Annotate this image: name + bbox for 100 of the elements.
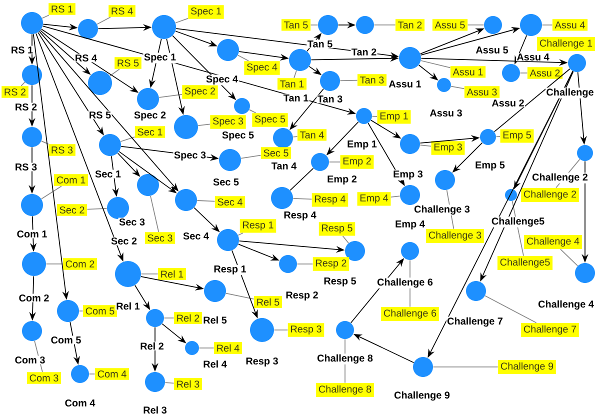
leader-line — [420, 60, 451, 68]
tag-label: Challenge 1 — [537, 37, 595, 51]
leader-line — [226, 292, 254, 300]
circle — [22, 320, 42, 341]
leader-line — [294, 70, 297, 78]
leader-line — [86, 208, 108, 210]
tag-label: RS 3 — [48, 144, 76, 156]
tag-label: Challenge 8 — [316, 383, 374, 397]
circle — [99, 134, 121, 156]
leader-line — [450, 86, 465, 90]
tag-label: Resp 3 — [288, 323, 324, 337]
tag-label: Rel 2 — [174, 312, 202, 324]
circle — [217, 39, 239, 61]
leader-line — [342, 236, 349, 244]
tag-label: Rel 5 — [254, 296, 282, 308]
tag-label: Spec 1 — [188, 5, 224, 19]
tag-label: Assu 2 — [527, 67, 563, 79]
node-label: Challenge 4 — [537, 300, 595, 310]
node-label: Com 5 — [50, 336, 82, 344]
leader-line — [420, 144, 432, 147]
leader-line — [340, 80, 358, 82]
node-label: RS 3 — [14, 162, 38, 172]
node-label: Sec 5 — [212, 178, 240, 186]
circle — [356, 108, 372, 124]
tag-label: Resp 5 — [318, 222, 356, 236]
circle — [145, 372, 165, 392]
tag-label: Sec 4 — [214, 196, 246, 208]
node-label: Tan 2 — [350, 48, 378, 56]
circle — [107, 196, 129, 219]
circle — [400, 134, 420, 154]
node-label: Resp 2 — [284, 290, 320, 302]
tag-label: Assu 5 — [432, 19, 468, 31]
node-label: Spec 3 — [173, 150, 207, 162]
circle — [250, 318, 274, 342]
node-label: RS 5 — [88, 110, 112, 120]
node-label: Assu 5 — [474, 46, 510, 54]
node-label: RS 2 — [14, 102, 38, 112]
leader-line — [78, 310, 84, 312]
node-label: Emp 5 — [474, 160, 506, 172]
circle — [137, 88, 159, 110]
tag-label: Challenge 6 — [381, 307, 439, 321]
tag-label: Emp 5 — [500, 129, 534, 143]
circle — [146, 308, 164, 327]
node-label: Rel 1 — [115, 302, 141, 310]
leader-line — [520, 72, 528, 74]
node-label: Emp 2 — [326, 174, 358, 186]
leader-line — [310, 24, 318, 26]
node-label: Challenge 3 — [413, 204, 471, 216]
tag-label: Com 4 — [95, 368, 129, 380]
node-label: Emp 4 — [394, 220, 426, 230]
tag-label: Rel 4 — [214, 342, 242, 354]
tag-label: Tan 2 — [395, 19, 425, 31]
node-label: Assu 1 — [388, 80, 422, 88]
tag-label: RS 2 — [2, 86, 28, 98]
tag-label: Emp 1 — [377, 110, 411, 124]
leader-line — [196, 200, 216, 202]
leader-line — [40, 140, 49, 145]
leader-line — [292, 136, 298, 138]
tag-label: Spec 4 — [244, 61, 280, 75]
leader-line — [238, 54, 250, 62]
leader-line — [372, 116, 378, 117]
tag-label: Assu 4 — [552, 19, 588, 31]
node-label: Resp 5 — [322, 276, 358, 288]
circle — [401, 242, 419, 260]
node-label: RS 4 — [74, 54, 98, 62]
node-label: Spec 5 — [221, 130, 255, 142]
tag-label: Sec 3 — [144, 232, 176, 244]
tag-label: Spec 2 — [182, 85, 218, 99]
tag-label: Rel 1 — [158, 268, 186, 280]
circle — [568, 54, 586, 72]
node-label: Emp 1 — [346, 140, 378, 150]
tag-label: Sec 5 — [260, 147, 292, 159]
tag-label: Resp 4 — [312, 193, 348, 207]
connector-line — [290, 168, 314, 191]
circle — [356, 16, 374, 34]
node-label: Assu 3 — [428, 108, 464, 118]
node-label: Tan 4 — [270, 162, 298, 170]
circle — [88, 71, 112, 95]
leader-line — [390, 196, 400, 198]
node-label: Assu 2 — [490, 98, 526, 108]
leader-line — [542, 24, 553, 26]
circle — [399, 47, 421, 69]
circle — [21, 194, 43, 216]
tag-label: Tan 1 — [277, 78, 307, 90]
tag-label: Com 2 — [63, 258, 98, 270]
tag-label: Assu 1 — [450, 66, 486, 78]
leader-line — [96, 16, 111, 25]
circle — [345, 240, 365, 261]
circle — [289, 49, 311, 71]
node-label: Resp 3 — [244, 356, 280, 368]
tag-label: Sec 1 — [134, 126, 166, 138]
node-label: Resp 1 — [212, 264, 248, 276]
tag-label: Challenge5 — [497, 256, 553, 270]
node-label: Rel 5 — [202, 316, 228, 324]
leader-line — [110, 68, 120, 76]
circle — [575, 262, 595, 283]
leader-line — [20, 82, 26, 86]
circle — [57, 300, 79, 322]
circle — [204, 280, 226, 302]
node-label: Rel 3 — [142, 406, 168, 414]
